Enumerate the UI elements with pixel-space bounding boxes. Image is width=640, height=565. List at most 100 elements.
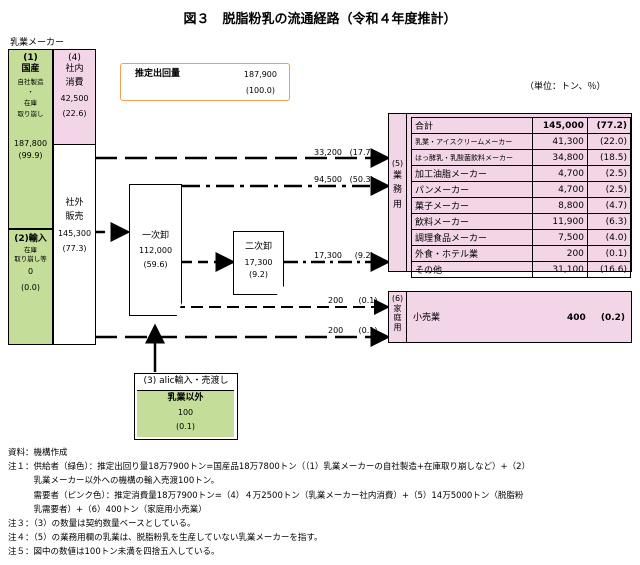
business-char: 業 [392, 170, 402, 181]
business-num: (5) [391, 159, 404, 168]
business-row-pct: (2.5) [586, 165, 632, 182]
household-char: 家 [393, 303, 402, 313]
external-line2: 販売 [65, 211, 84, 222]
flow-pct: (17.7) [349, 148, 374, 157]
business-row-pct: (6.3) [586, 213, 632, 230]
page-title: 図３ 脱脂粉乳の流通経路（令和４年度推計） [183, 12, 457, 27]
note-line: 注１：供給者（緑色）：推定出回り量18万7900トン=国産品18万7800トン（… [8, 462, 531, 473]
estimate-box: 推定出回量 187,900 (100.0) [120, 63, 290, 101]
primary-value: 112,000 [138, 245, 173, 255]
business-row-value: 34,800 [531, 149, 588, 166]
note-line: 需要者（ピンク色）：推定消費量18万7900トン=（4）４万2500トン（乳業メ… [8, 490, 524, 501]
alic-inner: 乳業以外 100 (0.1) [137, 390, 234, 437]
domestic-value: 187,800 [13, 138, 48, 148]
business-row-value: 4,700 [531, 181, 588, 198]
notes: 資料：機構作成 注１：供給者（緑色）：推定出回り量18万7900トン=国産品18… [8, 446, 530, 560]
business-row-name: 調理食品メーカー [411, 229, 533, 246]
flow-pct: (0.1) [358, 296, 378, 305]
domestic-pct: (99.9) [18, 151, 43, 161]
business-char: 務 [392, 185, 402, 196]
note-line: 資料：機構作成 [8, 448, 68, 458]
business-row-name: パンメーカー [411, 181, 533, 198]
household-value: 400 [567, 313, 586, 323]
domestic-line1: 自社製造 [17, 77, 44, 86]
external-line1: 社外 [65, 198, 84, 208]
flow-value: 200 [328, 296, 344, 305]
internal-line2: 消費 [65, 77, 84, 88]
domestic-line4: 取り崩し [17, 109, 44, 118]
imports-num: (2)輸入 [9, 234, 52, 245]
external-sales-box: 社外 販売 145,300 (77.3) [53, 144, 96, 345]
imports-pct: (0.0) [21, 282, 40, 292]
business-row-value: 200 [531, 245, 588, 262]
primary-label: 一次卸 [141, 231, 169, 241]
note-line: 注３：（3）の数量は契約数量ベースとしている。 [8, 519, 196, 530]
domestic-line2: ・ [27, 88, 34, 97]
business-row-name: その他 [411, 261, 533, 278]
imports-value: 0 [27, 267, 34, 277]
unit-label: （単位：トン、％） [525, 82, 606, 92]
secondary-label: 二次卸 [244, 242, 272, 252]
business-row-name: 加工油脂メーカー [411, 165, 533, 182]
flow-value: 94,500 [314, 175, 342, 184]
household-pct: (0.2) [600, 313, 625, 323]
business-row-value: 41,300 [531, 133, 588, 150]
flow-value: 17,300 [314, 251, 342, 260]
alic-value: 100 [177, 407, 194, 417]
flow-value: 200 [328, 326, 344, 335]
domestic-title: 国産 [21, 63, 40, 74]
business-row-value: 7,500 [531, 229, 588, 246]
external-value: 145,300 [57, 228, 92, 238]
business-row-pct: (4.7) [586, 197, 632, 214]
domestic-line3: 在庫 [24, 99, 37, 108]
business-row-pct: (4.0) [586, 229, 632, 246]
business-row-name: 菓子メーカー [411, 197, 533, 214]
internal-line1: 社内 [65, 63, 84, 74]
flow-label-household-1: 200 (0.1) [328, 296, 378, 306]
household-char: 用 [393, 322, 402, 332]
internal-pct: (22.6) [62, 108, 87, 118]
internal-consumption-box: (4) 社内 消費 42,500 (22.6) [53, 49, 96, 145]
flow-label-business-direct: 33,200 (17.7) [314, 148, 374, 158]
household-num: (6) [391, 294, 404, 303]
flow-pct: (50.3) [349, 175, 374, 184]
business-row-value: 4,700 [531, 165, 588, 182]
business-row-pct: (77.2) [586, 117, 632, 134]
business-row-value: 145,000 [531, 117, 588, 134]
business-use-label: (5) 業 務 用 [388, 113, 407, 272]
primary-pct: (59.6) [143, 260, 168, 270]
note-line: 注５：図中の数値は100トン未満を四捨五入している。 [8, 547, 220, 558]
business-row-value: 11,900 [531, 213, 588, 230]
business-row-name: 飲料メーカー [411, 213, 533, 230]
note-line: 乳業メーカー以外への機構の輸入売渡100トン。 [8, 476, 220, 487]
alic-title: (3) alic輸入・売渡し [143, 376, 229, 386]
business-row-pct: (2.5) [586, 181, 632, 198]
alic-label: 乳業以外 [167, 393, 204, 403]
estimate-label: 推定出回量 [135, 69, 181, 79]
external-pct: (77.3) [62, 244, 87, 254]
business-row-name: 乳業・アイスクリームメーカー [411, 133, 533, 150]
business-row-pct: (22.0) [586, 133, 632, 150]
business-row-pct: (0.1) [586, 245, 632, 262]
secondary-value: 17,300 [244, 257, 273, 267]
secondary-pct: (9.2) [249, 270, 268, 280]
business-row-value: 31,100 [531, 261, 588, 278]
business-row-pct: (16.6) [586, 261, 632, 278]
flow-pct: (9.2) [354, 251, 374, 260]
business-char: 用 [392, 200, 402, 211]
business-row-pct: (18.5) [586, 149, 632, 166]
imports-title: 輸入 [28, 234, 47, 244]
imports-line2: 取り崩し等 [14, 254, 47, 263]
estimate-value: 187,900 [243, 70, 277, 79]
business-row-name: 合計 [411, 117, 533, 134]
internal-value: 42,500 [60, 94, 89, 104]
